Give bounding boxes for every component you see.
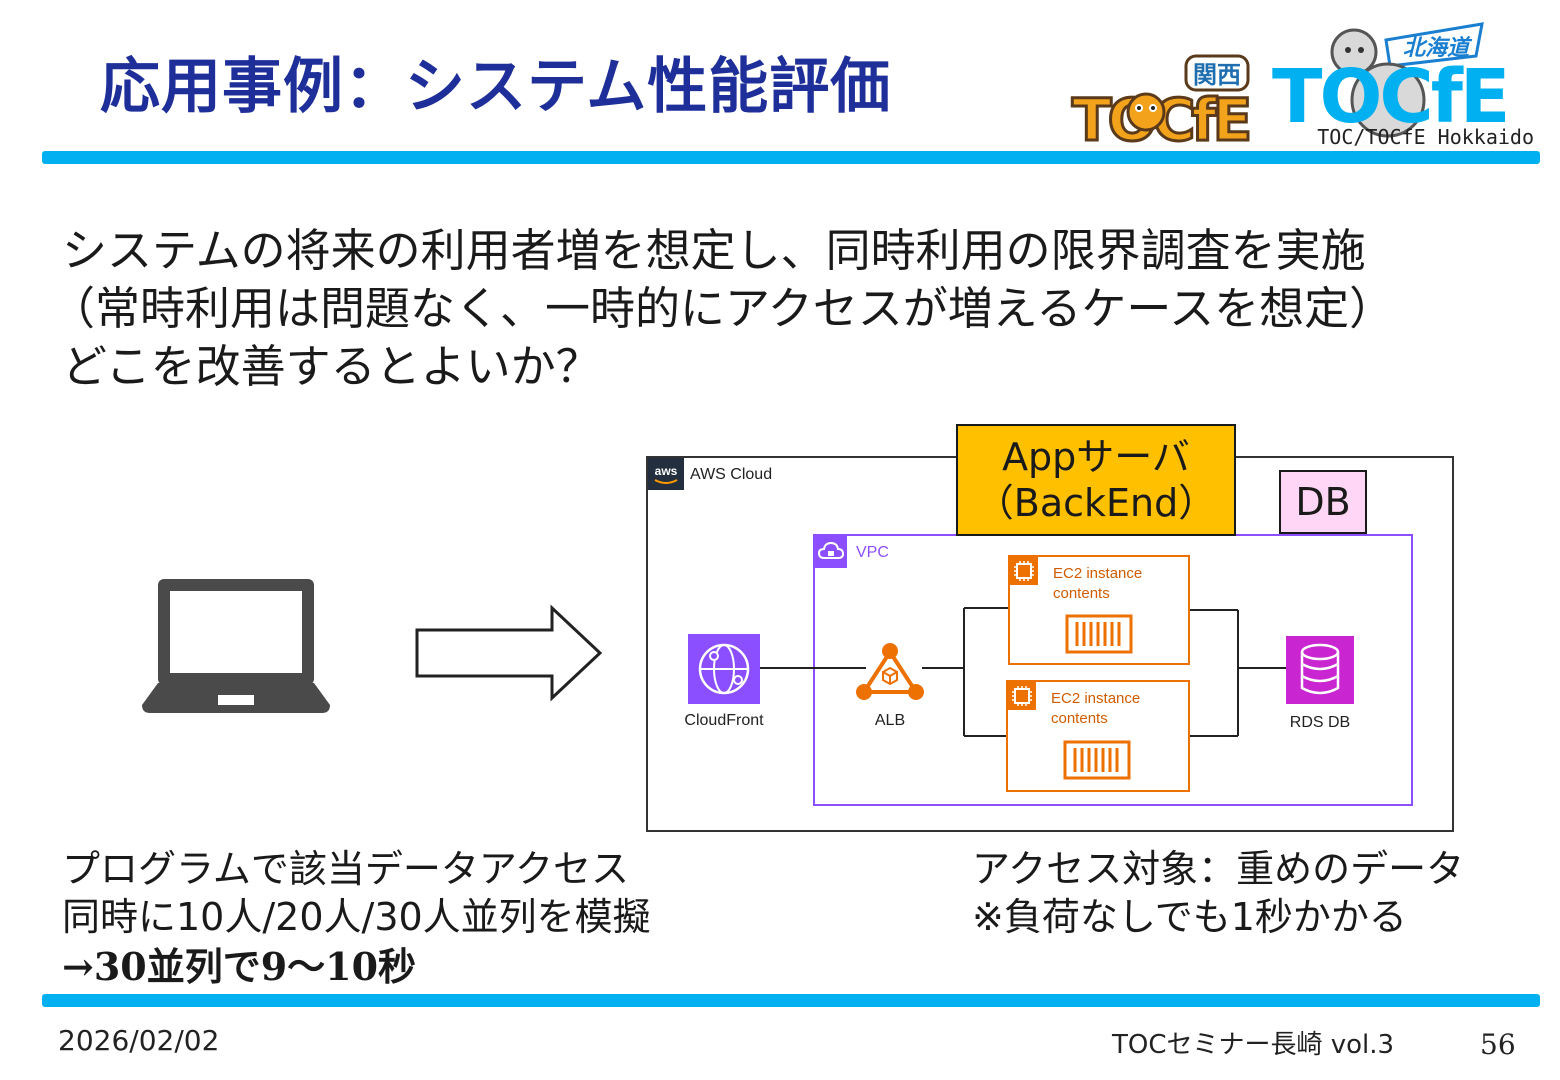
note-right-line-1: アクセス対象：重めのデータ bbox=[972, 847, 1465, 891]
intro-line-3: どこを改善するとよいか？ bbox=[62, 340, 601, 393]
app-server-callout: Appサーバ （BackEnd） bbox=[956, 424, 1236, 536]
right-arrow-icon bbox=[415, 604, 603, 702]
rds-label: RDS DB bbox=[1289, 714, 1351, 731]
aws-logo-icon: aws bbox=[648, 458, 684, 490]
ec2-chip-icon bbox=[1008, 682, 1036, 710]
svg-text:TOC/TOCfE Hokkaido: TOC/TOCfE Hokkaido bbox=[1317, 125, 1534, 148]
app-server-label-line2: （BackEnd） bbox=[975, 481, 1217, 525]
svg-text:関西: 関西 bbox=[1193, 61, 1241, 89]
note-left-line-2: 同時に10人/20人/30人並列を模擬 bbox=[62, 895, 651, 939]
laptop-icon bbox=[142, 579, 330, 713]
tocfe-hokkaido-logo: 北海道 TOCfE TOC/TOCfE Hokkaido bbox=[1272, 22, 1534, 148]
ec2-instance-box-1 bbox=[1008, 555, 1190, 665]
svg-text:北海道: 北海道 bbox=[1403, 35, 1473, 61]
svg-text:aws: aws bbox=[655, 464, 678, 478]
ec2-1-subtitle: contents bbox=[1053, 585, 1110, 602]
footer-event-name: TOCセミナー長崎 vol.3 bbox=[1112, 1030, 1395, 1060]
svg-text:TOCfE: TOCfE bbox=[1272, 54, 1507, 140]
ec2-1-title: EC2 instance bbox=[1053, 565, 1143, 582]
note-left-result: →30並列で9～10秒 bbox=[62, 944, 417, 989]
rds-database-icon bbox=[1286, 636, 1354, 704]
slide-title: 応用事例：システム性能評価 bbox=[100, 52, 892, 122]
cloudfront-label: CloudFront bbox=[684, 712, 764, 729]
vpc-label: VPC bbox=[856, 544, 889, 561]
container-icon bbox=[1063, 740, 1131, 780]
db-callout: DB bbox=[1279, 470, 1367, 534]
note-left-line-1: プログラムで該当データアクセス bbox=[62, 847, 629, 891]
footer-date: 2026/02/02 bbox=[58, 1024, 220, 1057]
header-divider bbox=[42, 151, 1540, 164]
note-right-line-2: ※負荷なしでも1秒かかる bbox=[972, 895, 1407, 939]
vpc-cloud-icon bbox=[815, 536, 847, 568]
ec2-2-subtitle: contents bbox=[1051, 710, 1108, 727]
app-server-label-line1: Appサーバ bbox=[1002, 435, 1190, 479]
intro-line-2: （常時利用は問題なく、一時的にアクセスが増えるケースを想定） bbox=[50, 282, 1395, 335]
aws-cloud-label: AWS Cloud bbox=[690, 466, 773, 483]
alb-icon bbox=[856, 643, 924, 700]
container-icon bbox=[1065, 614, 1133, 654]
ec2-instance-box-2 bbox=[1006, 680, 1190, 792]
page-number: 56 bbox=[1480, 1028, 1516, 1061]
footer-divider bbox=[42, 994, 1540, 1007]
intro-line-1: システムの将来の利用者増を想定し、同時利用の限界調査を実施 bbox=[62, 224, 1366, 277]
ec2-chip-icon bbox=[1010, 557, 1038, 585]
cloudfront-icon bbox=[688, 634, 760, 704]
tocfe-kansai-logo: 関西 TOCfE bbox=[1071, 54, 1254, 148]
alb-label: ALB bbox=[874, 712, 906, 729]
ec2-2-title: EC2 instance bbox=[1051, 690, 1141, 707]
